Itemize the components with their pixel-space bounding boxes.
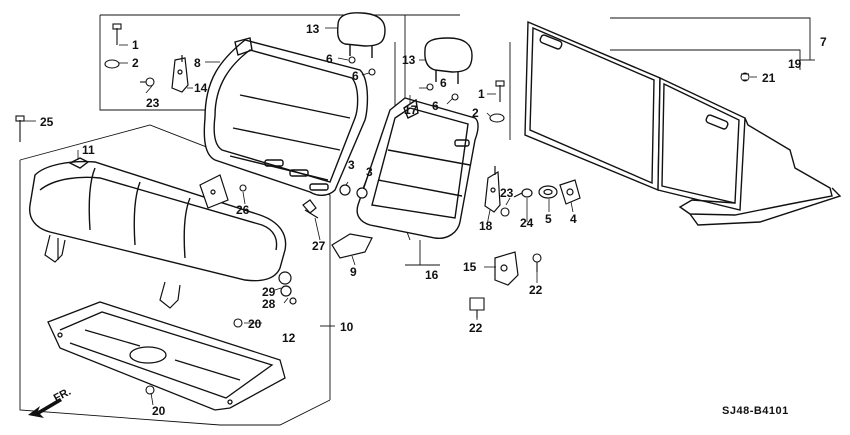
callout-4: 4	[570, 212, 577, 226]
callout-25: 25	[40, 115, 54, 129]
lock-4	[559, 179, 581, 205]
right-seatback	[356, 97, 479, 239]
collars-3	[339, 184, 368, 199]
callout-7: 7	[820, 35, 827, 49]
callout-21: 21	[762, 71, 776, 85]
callout-11: 11	[82, 143, 95, 157]
nut-28-29	[278, 271, 297, 305]
callout-17: 17	[404, 103, 418, 117]
callout-23-right: 23	[500, 186, 514, 200]
callout-6-right-a: 6	[440, 76, 447, 90]
callout-18: 18	[479, 219, 493, 233]
diagram-code: SJ48-B4101	[722, 405, 789, 417]
callout-16: 16	[425, 268, 439, 282]
callout-24: 24	[520, 216, 534, 230]
callout-6-left-b: 6	[352, 69, 359, 83]
seat-cushion-hooks	[44, 234, 181, 309]
callout-1-right: 1	[478, 87, 485, 101]
callout-3-right: 3	[366, 165, 373, 179]
seat-cushion	[28, 157, 287, 282]
callout-6-right-b: 6	[432, 99, 439, 113]
callout-29: 29	[262, 285, 276, 299]
callout-2: 2	[132, 56, 139, 70]
callout-22-right: 22	[529, 283, 543, 297]
callout-23: 23	[146, 96, 160, 110]
callout-3-left: 3	[348, 158, 355, 172]
callout-22-bottom: 22	[469, 321, 483, 335]
callout-12: 12	[282, 331, 296, 345]
callout-10: 10	[340, 320, 354, 334]
callout-8: 8	[194, 56, 201, 70]
front-direction-label: FR.	[52, 386, 73, 405]
callout-14: 14	[194, 81, 208, 95]
callout-20-top: 20	[248, 317, 262, 331]
right-headrest	[424, 37, 473, 84]
callout-28: 28	[262, 297, 276, 311]
callout-19: 19	[788, 57, 802, 71]
leader-lines	[24, 27, 757, 406]
callout-20-bottom: 20	[152, 404, 166, 418]
under-seat-tray	[47, 301, 286, 411]
side-bolster-9	[331, 233, 373, 259]
callout-26: 26	[236, 203, 250, 217]
callout-5: 5	[545, 212, 552, 226]
left-seatback	[203, 37, 369, 197]
callout-labels: 1 2 23 14 8 25 11 13 6 6 3 3 26 27 9 29 …	[40, 22, 827, 418]
hinge-bracket-18	[484, 166, 501, 213]
callout-13-right: 13	[402, 53, 416, 67]
bolt-24	[513, 188, 533, 198]
callout-2-right: 2	[472, 106, 479, 120]
spring-27	[302, 199, 319, 219]
cargo-panel-assembly	[524, 20, 842, 226]
fasteners	[15, 23, 542, 395]
callout-1: 1	[132, 38, 139, 52]
callout-6-left-a: 6	[326, 52, 333, 66]
callout-15: 15	[463, 260, 477, 274]
callout-9: 9	[350, 265, 357, 279]
callout-13-left: 13	[306, 22, 320, 36]
panel-clip-21	[740, 72, 750, 82]
bracket-26	[199, 174, 229, 209]
cargo-panel-group-outline	[610, 17, 815, 70]
left-headrest	[336, 12, 386, 58]
bushing-5	[538, 185, 558, 199]
hinge-bracket-14	[171, 55, 189, 93]
callout-27: 27	[312, 239, 326, 253]
hinge-15	[494, 251, 519, 286]
